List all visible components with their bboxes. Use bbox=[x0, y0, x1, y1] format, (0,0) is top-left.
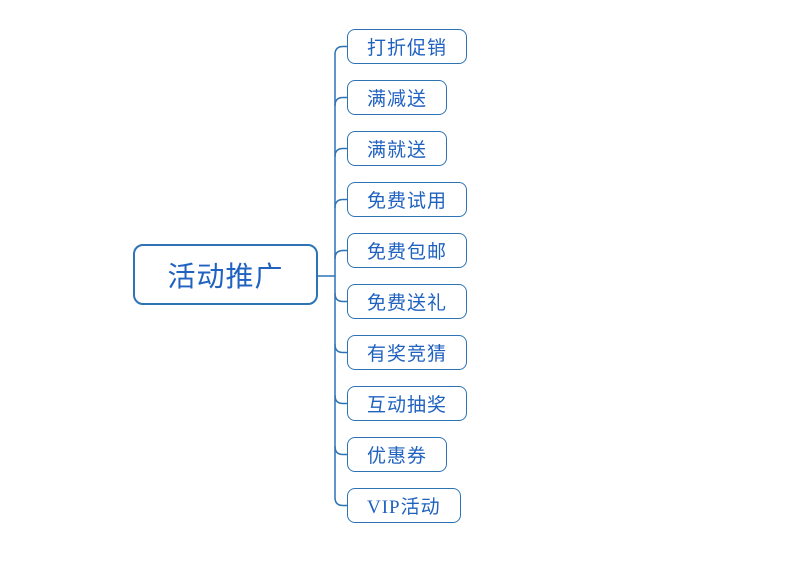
connector-path bbox=[334, 292, 348, 303]
topic-label: 优惠券 bbox=[367, 446, 428, 467]
connector-path bbox=[334, 343, 348, 354]
topic-label: 有奖竞猜 bbox=[367, 344, 448, 365]
mindmap-topic-node[interactable]: 满减送 bbox=[347, 80, 448, 115]
connector-path bbox=[334, 147, 348, 158]
mindmap-topic-node[interactable]: 满就送 bbox=[347, 131, 448, 166]
mindmap-topic-node[interactable]: 免费送礼 bbox=[347, 284, 468, 319]
mindmap-topic-node[interactable]: VIP活动 bbox=[347, 488, 461, 523]
connector-path bbox=[334, 198, 348, 209]
topic-label: VIP活动 bbox=[367, 497, 441, 518]
topic-label: 打折促销 bbox=[367, 38, 448, 59]
connector-path bbox=[334, 45, 348, 507]
topic-label: 满减送 bbox=[367, 89, 428, 110]
mindmap-topic-node[interactable]: 互动抽奖 bbox=[347, 386, 468, 421]
connector-path bbox=[334, 445, 348, 456]
mindmap-root-node[interactable]: 活动推广 bbox=[133, 244, 318, 305]
topic-label: 免费送礼 bbox=[367, 293, 448, 314]
root-label: 活动推广 bbox=[167, 261, 284, 293]
connector-path bbox=[334, 394, 348, 405]
connector-path bbox=[334, 249, 348, 260]
mindmap-topic-node[interactable]: 免费试用 bbox=[347, 182, 468, 217]
topic-label: 满就送 bbox=[367, 140, 428, 161]
mindmap-topic-node[interactable]: 打折促销 bbox=[347, 29, 468, 64]
topic-label: 免费包邮 bbox=[367, 242, 448, 263]
mindmap-topic-node[interactable]: 优惠券 bbox=[347, 437, 448, 472]
mindmap-topic-node[interactable]: 免费包邮 bbox=[347, 233, 468, 268]
connector-path bbox=[334, 96, 348, 107]
mindmap-topic-node[interactable]: 有奖竞猜 bbox=[347, 335, 468, 370]
topic-label: 互动抽奖 bbox=[367, 395, 448, 416]
topic-label: 免费试用 bbox=[367, 191, 448, 212]
